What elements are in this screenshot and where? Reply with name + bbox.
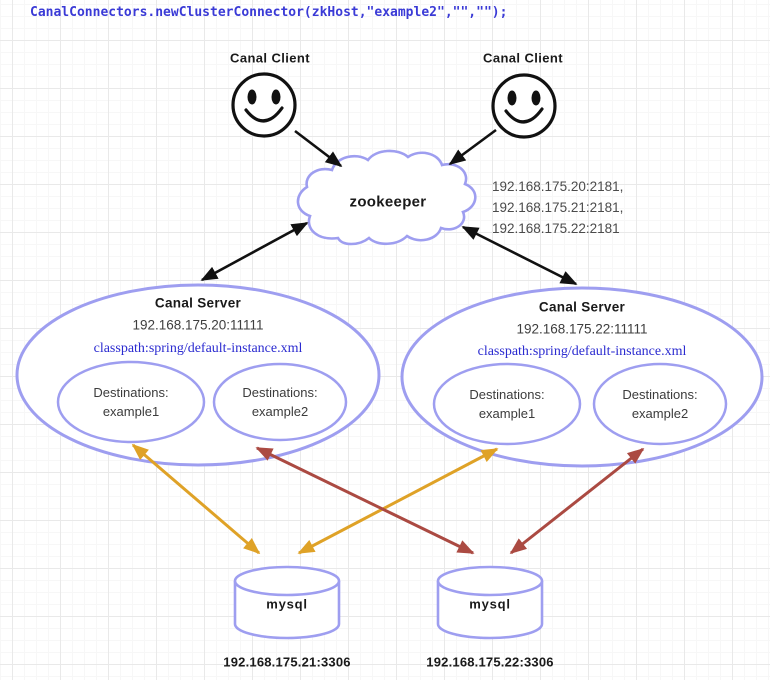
dest-right-example2-ellipse (592, 362, 728, 446)
client-left-label: Canal Client (230, 50, 310, 66)
arrow-client-right-to-zookeeper (448, 128, 497, 166)
server-left-classpath: classpath:spring/default-instance.xml (93, 341, 303, 356)
arrow-zookeeper-server-right (461, 225, 578, 286)
dest-left-example2-ellipse (212, 362, 348, 442)
mysql-right-cylinder (436, 565, 544, 640)
mysql-right-address: 192.168.175.22:3306 (426, 654, 554, 670)
arrow-right-example2-mysql22 (509, 447, 645, 555)
mysql-left-cylinder (233, 565, 341, 640)
code-line: CanalConnectors.newClusterConnector(zkHo… (30, 5, 508, 20)
client-right-smiley-icon (491, 73, 557, 139)
zookeeper-addresses: 192.168.175.20:2181, 192.168.175.21:2181… (492, 179, 624, 236)
server-right-destination-example2: Destinations: example2 (622, 387, 698, 421)
server-left-destination-example1: Destinations: example1 (93, 385, 169, 419)
mysql-left-label: mysql (266, 596, 308, 612)
server-left-title: Canal Server (154, 295, 242, 311)
server-left-address: 192.168.175.20:11111 (132, 317, 264, 333)
arrow-left-example2-mysql22 (255, 446, 475, 555)
server-right-title: Canal Server (538, 299, 626, 315)
arrow-client-left-to-zookeeper (294, 129, 343, 168)
zookeeper-cloud (296, 149, 477, 246)
arrow-left-example1-mysql21 (131, 443, 261, 555)
mysql-left-address: 192.168.175.21:3306 (223, 654, 351, 670)
arrow-right-example1-mysql21 (297, 447, 499, 555)
dest-right-example1-ellipse (432, 362, 582, 446)
server-left-destination-example2: Destinations: example2 (242, 385, 318, 419)
mysql-right-label: mysql (469, 596, 511, 612)
server-right-destination-example1: Destinations: example1 (469, 387, 545, 421)
arrow-zookeeper-server-left (200, 221, 309, 282)
client-left-smiley-icon (231, 72, 297, 138)
server-right-classpath: classpath:spring/default-instance.xml (477, 344, 687, 359)
client-right-label: Canal Client (483, 50, 563, 66)
zookeeper-label: zookeeper (349, 193, 427, 211)
dest-left-example1-ellipse (56, 360, 206, 444)
server-right-address: 192.168.175.22:11111 (516, 321, 648, 337)
